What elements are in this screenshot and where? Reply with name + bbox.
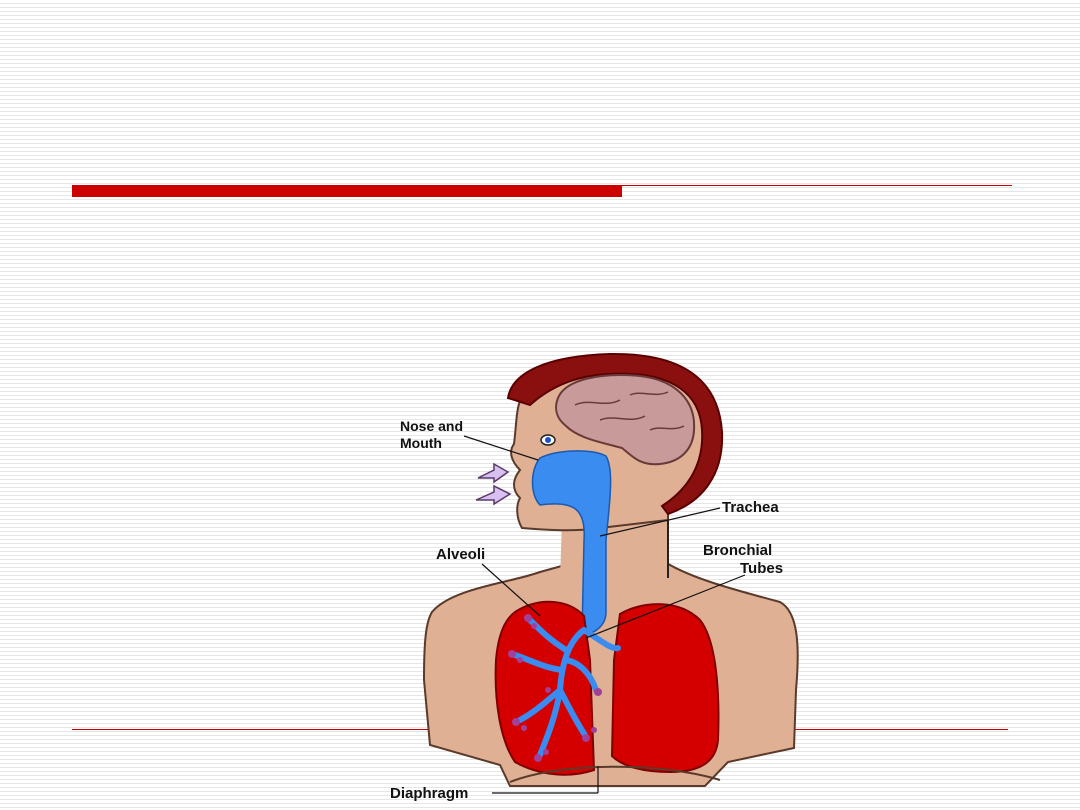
hair — [506, 352, 724, 516]
diaphragm-label: Diaphragm — [390, 785, 468, 802]
inhale-arrow-upper — [477, 462, 510, 484]
bronchial-tubes-label-line2: Tubes — [740, 560, 783, 577]
torso — [422, 561, 799, 787]
bronchial-tree — [512, 617, 621, 758]
title-rule-thick — [72, 185, 622, 197]
alveoli-clusters — [508, 614, 602, 762]
trachea-airway — [531, 450, 612, 636]
nose-and-mouth-label-line1: Nose and — [400, 418, 463, 434]
respiratory-system-diagram: Nose and Mouth Trachea Alveoli Bronchial… — [385, 348, 825, 810]
inhale-arrow-lower — [475, 484, 512, 506]
alveoli-label: Alveoli — [436, 546, 485, 563]
bronchial-tubes-label-line1: Bronchial — [703, 542, 772, 559]
title-rule-thin — [622, 185, 1012, 186]
respiratory-illustration: Nose and Mouth Trachea Alveoli Bronchial… — [390, 352, 799, 802]
left-lung — [610, 603, 720, 774]
trachea-label: Trachea — [722, 499, 779, 516]
nose-and-mouth-label-line2: Mouth — [400, 435, 442, 451]
diaphragm — [509, 765, 721, 783]
